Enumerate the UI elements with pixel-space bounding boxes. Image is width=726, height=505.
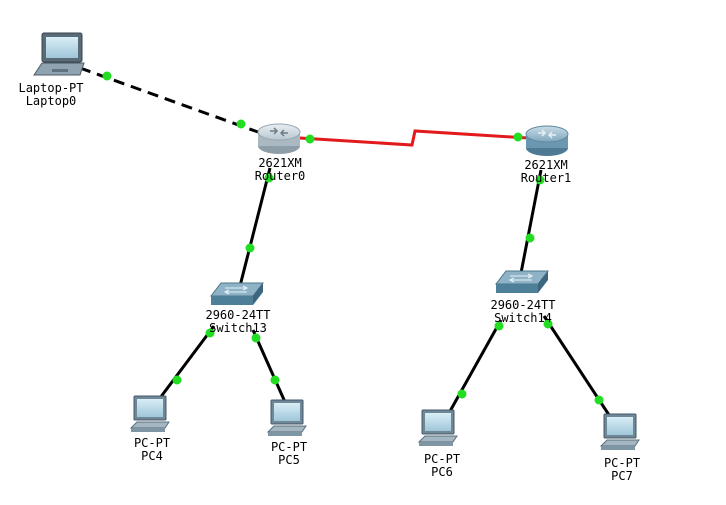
link-dot — [525, 233, 535, 243]
device-model: PC-PT — [270, 440, 308, 454]
router-icon[interactable] — [257, 123, 301, 154]
device-model: Laptop-PT — [18, 81, 84, 95]
device-label-pc6: PC-PT PC6 — [424, 453, 460, 479]
device-label-router1: 2621XM Router1 — [521, 159, 572, 185]
link-switch14-pc6[interactable] — [447, 319, 503, 414]
device-label-pc4: PC-PT PC4 — [134, 437, 170, 463]
device-model: PC-PT — [603, 456, 641, 470]
link-dot — [264, 173, 274, 183]
device-label-pc5: PC-PT PC5 — [271, 441, 307, 467]
switch-icon[interactable] — [209, 282, 265, 305]
link-dot — [251, 333, 261, 343]
device-label-pc7: PC-PT PC7 — [604, 457, 640, 483]
pc-icon[interactable] — [129, 395, 170, 432]
link-router0-switch13[interactable] — [238, 167, 272, 287]
device-name: PC6 — [431, 465, 453, 479]
link-dot — [535, 175, 545, 185]
device-label-switch14: 2960-24TT Switch14 — [490, 299, 555, 325]
device-model: 2621XM — [258, 156, 302, 170]
link-dot — [172, 375, 182, 385]
link-switch13-pc4[interactable] — [158, 325, 216, 399]
link-dot — [236, 119, 246, 129]
link-laptop0-router0[interactable] — [79, 66, 259, 134]
device-name: Router1 — [520, 171, 572, 185]
link-dot — [494, 321, 504, 331]
link-dot — [543, 319, 553, 329]
link-dot — [270, 375, 280, 385]
link-dot — [305, 134, 315, 144]
device-name: PC5 — [278, 453, 300, 467]
device-model: 2621XM — [524, 158, 568, 172]
device-name: Router0 — [254, 169, 306, 183]
link-switch13-pc5[interactable] — [251, 329, 287, 403]
device-model: 2960-24TT — [490, 298, 556, 312]
device-name: Laptop0 — [25, 94, 77, 108]
device-label-switch13: 2960-24TT Switch13 — [205, 309, 270, 335]
router-icon[interactable] — [525, 125, 569, 156]
link-router1-switch14[interactable] — [519, 169, 543, 274]
link-dot — [245, 243, 255, 253]
pc-icon[interactable] — [266, 399, 307, 436]
link-router0-router1[interactable] — [299, 129, 529, 147]
switch-icon[interactable] — [494, 270, 550, 293]
link-dot — [457, 389, 467, 399]
device-model: PC-PT — [133, 436, 171, 450]
link-status-dots — [102, 71, 604, 405]
device-label-router0: 2621XM Router0 — [255, 157, 306, 183]
device-name: Switch14 — [494, 311, 552, 325]
device-name: Switch13 — [209, 321, 267, 335]
device-name: PC4 — [141, 449, 163, 463]
device-model: 2960-24TT — [205, 308, 271, 322]
device-name: PC7 — [611, 469, 633, 483]
link-dot — [513, 132, 523, 142]
device-label-laptop0: Laptop-PT Laptop0 — [18, 82, 83, 108]
laptop-icon[interactable] — [33, 32, 85, 76]
links-layer — [79, 66, 613, 419]
device-model: PC-PT — [423, 452, 461, 466]
link-dot — [102, 71, 112, 81]
link-dot — [205, 328, 215, 338]
link-dot — [594, 395, 604, 405]
pc-icon[interactable] — [599, 413, 640, 450]
pc-icon[interactable] — [417, 409, 458, 446]
